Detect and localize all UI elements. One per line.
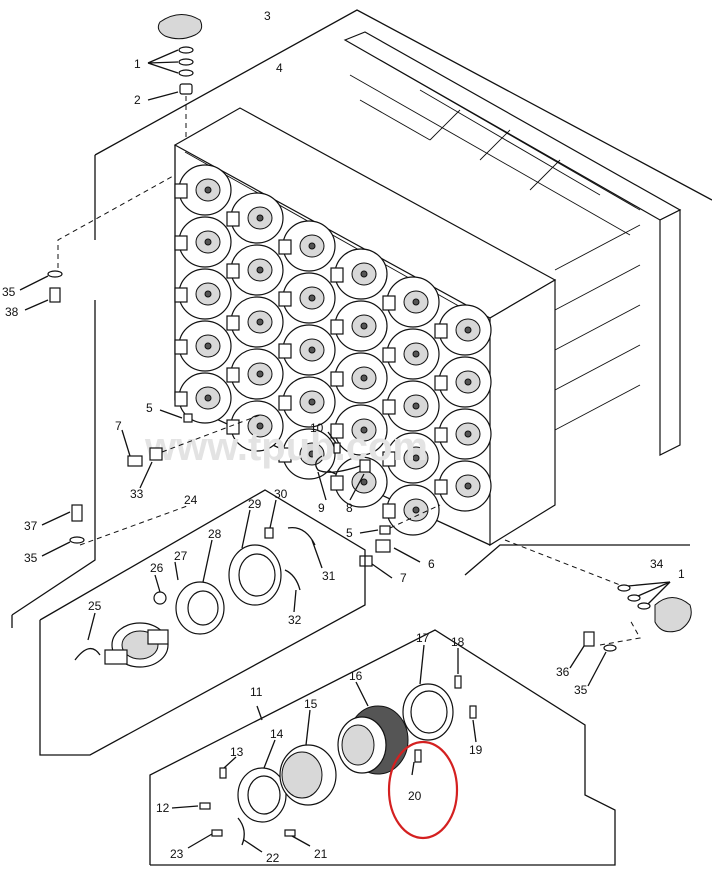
- callout-23: 23: [170, 847, 184, 861]
- cell: [330, 300, 388, 352]
- callout-34: 34: [650, 557, 664, 571]
- subassembly-24-box: [39, 489, 366, 756]
- callout-33: 33: [130, 487, 144, 501]
- callout-labels: 1 2 3 4 35 38 5 7 33 10 9 8 5 6 7 37 35 …: [2, 9, 685, 865]
- cell: [226, 348, 284, 400]
- left-fastener-bottom: [41, 504, 191, 557]
- cell: [226, 244, 284, 296]
- callout-18: 18: [451, 635, 465, 649]
- callout-37: 37: [24, 519, 38, 533]
- cell: [226, 296, 284, 348]
- cell: [382, 276, 440, 328]
- callout-4: 4: [276, 61, 283, 75]
- cell: [226, 400, 284, 452]
- cell: [382, 380, 440, 432]
- wire-assembly: [315, 431, 371, 501]
- cell: [330, 404, 388, 456]
- subassembly-24-parts: [74, 499, 323, 668]
- cell: [330, 352, 388, 404]
- callout-9: 9: [318, 501, 325, 515]
- callout-3: 3: [264, 9, 271, 23]
- cell: [278, 220, 336, 272]
- cell: [278, 324, 336, 376]
- main-assembly-frame: [11, 9, 712, 628]
- callout-7-right: 7: [400, 571, 407, 585]
- cell: [330, 248, 388, 300]
- callout-24: 24: [184, 493, 198, 507]
- lower-connectors: [359, 504, 441, 579]
- callout-21: 21: [314, 847, 328, 861]
- subassembly-11-box: [149, 629, 616, 866]
- cell: [278, 272, 336, 324]
- callout-19: 19: [469, 743, 483, 757]
- callout-16: 16: [349, 669, 363, 683]
- cell: [174, 320, 232, 372]
- highlight-circle-item-20: [387, 740, 459, 840]
- cell: [382, 484, 440, 536]
- upper-screw-5: [159, 409, 193, 423]
- callout-7-left: 7: [115, 419, 122, 433]
- left-fastener-top: [19, 174, 176, 311]
- callout-6: 6: [428, 557, 435, 571]
- callout-12: 12: [156, 801, 170, 815]
- callout-5-upper: 5: [146, 401, 153, 415]
- cell: [434, 304, 492, 356]
- callout-31: 31: [322, 569, 336, 583]
- callout-1-top: 1: [134, 57, 141, 71]
- callout-35-right: 35: [574, 683, 588, 697]
- callout-11: 11: [250, 685, 263, 699]
- callout-14: 14: [270, 727, 284, 741]
- left-connector: [121, 414, 261, 489]
- cell: [174, 164, 232, 216]
- callout-13: 13: [230, 745, 244, 759]
- cell: [434, 460, 492, 512]
- callout-22: 22: [266, 851, 280, 865]
- watermark-text: www.tpub.com: [144, 425, 428, 469]
- rear-housing: [343, 31, 682, 456]
- callout-17: 17: [416, 631, 430, 645]
- callout-35-bottom: 35: [24, 551, 38, 565]
- callout-5-lower: 5: [346, 526, 353, 540]
- right-fastener-group: [504, 539, 692, 687]
- callout-8: 8: [346, 501, 353, 515]
- callout-1-right: 1: [678, 567, 685, 581]
- callout-38: 38: [5, 305, 19, 319]
- subassembly-11-parts: [171, 644, 477, 853]
- callout-32: 32: [288, 613, 302, 627]
- front-frame: [173, 107, 557, 547]
- callout-27: 27: [174, 549, 188, 563]
- callout-26: 26: [150, 561, 164, 575]
- callout-36: 36: [556, 665, 570, 679]
- callout-20: 20: [408, 789, 422, 803]
- callout-25: 25: [88, 599, 102, 613]
- callout-30: 30: [274, 487, 288, 501]
- cell: [174, 216, 232, 268]
- cell: [174, 268, 232, 320]
- callout-10: 10: [310, 421, 324, 435]
- cell: [434, 356, 492, 408]
- callout-35-top: 35: [2, 285, 16, 299]
- cell: [382, 432, 440, 484]
- cell-grid: [174, 164, 492, 536]
- cell: [278, 376, 336, 428]
- callout-28: 28: [208, 527, 222, 541]
- cell: [174, 372, 232, 424]
- callout-29: 29: [248, 497, 262, 511]
- cell: [434, 408, 492, 460]
- callout-15: 15: [304, 697, 318, 711]
- cell: [226, 192, 284, 244]
- cell: [382, 328, 440, 380]
- top-fastener-group: [147, 14, 203, 140]
- callout-2: 2: [134, 93, 141, 107]
